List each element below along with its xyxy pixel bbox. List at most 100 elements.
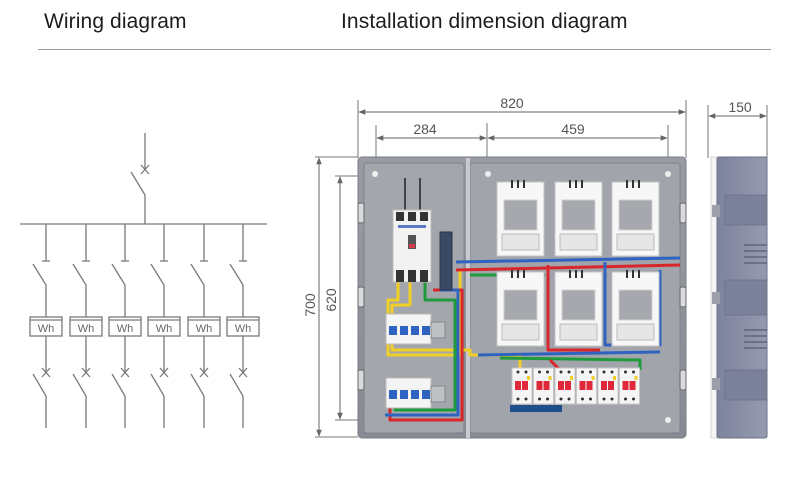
branch-switch-blade <box>111 263 126 286</box>
branch-switch-blade <box>190 373 205 397</box>
enclosure-side-view <box>710 156 768 439</box>
breaker-toggle <box>601 381 607 390</box>
mcb-accessory <box>430 385 446 403</box>
breaker-x-icon <box>159 367 169 378</box>
test-button <box>634 376 638 380</box>
meter-window <box>503 289 538 321</box>
breaker-x-icon <box>199 367 209 378</box>
mcb-toggle <box>389 326 397 335</box>
meter-window <box>618 289 653 321</box>
branch-circuit: Wh <box>226 224 260 428</box>
left-mcb-groups <box>385 313 446 409</box>
meter-brackets <box>496 180 660 347</box>
installation-diagram-title: Installation dimension diagram <box>341 10 628 33</box>
meter-terminal-block <box>616 233 655 251</box>
meter-terminal-block <box>501 323 540 341</box>
breaker-toggle <box>536 381 543 390</box>
meter-label: Wh <box>117 323 134 335</box>
breaker-x-icon <box>238 367 248 378</box>
branch-breakers <box>511 367 640 405</box>
wire <box>499 356 642 370</box>
branch-switch-blade <box>150 373 165 397</box>
hinge-icon <box>357 369 365 391</box>
breaker-toggle <box>515 381 521 390</box>
mcb-toggle <box>400 390 408 399</box>
breaker-toggle <box>565 381 571 390</box>
meter-label: Wh <box>196 323 213 335</box>
branch-switch-blade <box>72 373 87 397</box>
meter-window <box>561 289 596 321</box>
meter-terminal-block <box>616 323 655 341</box>
wire <box>546 265 600 352</box>
breaker-toggle <box>608 381 614 390</box>
branch-rcbo <box>554 367 576 405</box>
wire <box>455 263 681 272</box>
meter-terminal-block <box>501 233 540 251</box>
breaker-x-icon <box>81 367 91 378</box>
test-button <box>570 376 573 380</box>
dim-overall-height: 700 <box>302 293 318 317</box>
test-button <box>591 376 595 380</box>
meter-bracket <box>611 180 660 257</box>
branch-switch-blade <box>32 373 47 397</box>
latch-icon <box>679 286 687 308</box>
breaker-x-icon <box>120 367 130 378</box>
branch-switch-blade <box>111 373 126 397</box>
hinge-icon <box>357 286 365 308</box>
mcb-toggle <box>411 326 419 335</box>
meter-terminal-block <box>559 323 598 341</box>
branch-rcbo <box>511 367 533 405</box>
breaker-toggle <box>543 381 550 390</box>
wire <box>455 256 681 264</box>
hinge-icon <box>357 202 365 224</box>
branch-switch-blade <box>32 263 47 286</box>
branch-rcbo <box>576 367 597 405</box>
main-mccb-breaker <box>392 178 432 283</box>
branch-switch-blade <box>190 263 205 286</box>
dim-right-width: 459 <box>561 121 585 137</box>
dim-overall-width: 820 <box>500 95 524 111</box>
meter-bracket <box>496 180 545 257</box>
meter-window <box>618 199 653 231</box>
branch-rcbo <box>533 367 554 405</box>
meter-label: Wh <box>235 323 252 335</box>
neutral-bar <box>510 405 562 412</box>
test-button <box>527 376 530 380</box>
dim-inner-height: 620 <box>323 288 339 312</box>
breaker-toggle <box>522 381 528 390</box>
branch-circuit: Wh <box>187 224 221 428</box>
branch-rcbo <box>619 367 640 405</box>
meter-window <box>503 199 538 231</box>
mcb-toggle <box>422 326 430 335</box>
latch-icon <box>679 369 687 391</box>
mcb-accessory <box>430 321 446 339</box>
meter-terminal-block <box>559 233 598 251</box>
mcb-group <box>385 313 446 345</box>
test-button <box>548 376 552 380</box>
mcb-toggle <box>422 390 430 399</box>
meter-label: Wh <box>38 323 55 335</box>
branch-circuit: Wh <box>147 224 181 428</box>
mcb-toggle <box>389 390 397 399</box>
breaker-toggle <box>586 381 593 390</box>
mcb-group <box>385 377 446 409</box>
wiring-diagram-title: Wiring diagram <box>44 10 187 33</box>
dim-left-width: 284 <box>413 121 437 137</box>
breaker-toggle <box>579 381 586 390</box>
mcb-toggle <box>400 326 408 335</box>
breaker-x-icon <box>41 367 51 378</box>
branch-switch-blade <box>229 373 244 397</box>
latch-icon <box>679 202 687 224</box>
branch-circuit: Wh <box>29 224 63 428</box>
meter-label: Wh <box>156 323 173 335</box>
test-button <box>613 376 616 380</box>
branch-switch-blade <box>229 263 244 286</box>
branch-switch-blade <box>150 263 165 286</box>
breaker-toggle <box>622 381 629 390</box>
branch-rcbo <box>597 367 619 405</box>
meter-bracket <box>611 270 660 347</box>
meter-window <box>561 199 596 231</box>
